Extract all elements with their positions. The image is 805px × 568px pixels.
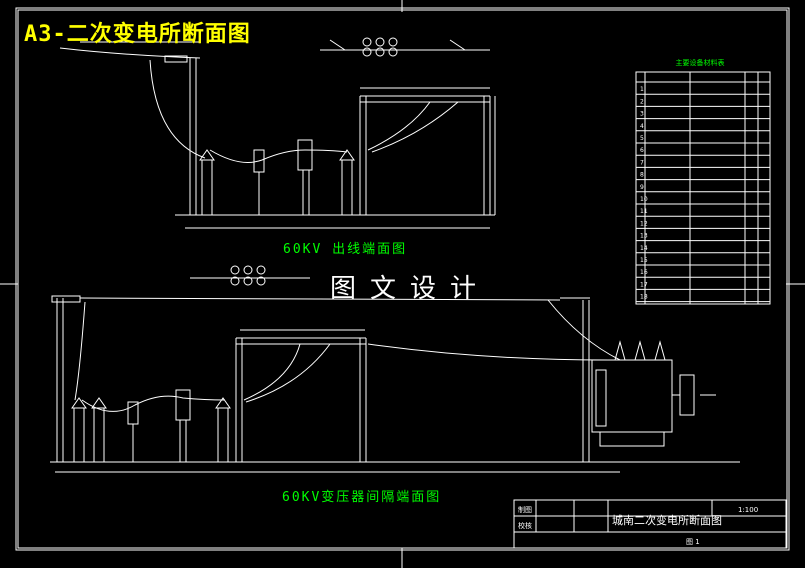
table-row-number: 13: [640, 233, 648, 240]
table-row-number: 9: [640, 184, 644, 191]
table-row-number: 2: [640, 98, 644, 105]
table-row-number: 10: [640, 196, 648, 203]
table-row-number: 15: [640, 257, 648, 264]
sheet-number: 图 1: [686, 538, 700, 546]
table-row-number: 17: [640, 281, 648, 288]
drawing-name: 城南二次变电所断面图: [612, 513, 722, 527]
table-row-number: 16: [640, 269, 648, 276]
drawing-scale: 1:100: [738, 506, 758, 514]
drawn-by-label: 制图: [518, 505, 532, 514]
title-block: [513, 499, 787, 549]
table-row-number: 3: [640, 111, 644, 118]
checked-by-label: 校核: [518, 521, 532, 530]
section1-drawing: [59, 37, 496, 229]
section1-label: 60KV 出线端面图: [283, 242, 408, 257]
table-row-number: 11: [640, 208, 648, 215]
watermark: 图文设计: [330, 274, 491, 304]
table-row-number: 14: [640, 245, 648, 252]
drawing-title: A3-二次变电所断面图: [24, 22, 251, 47]
section2-drawing: [50, 265, 740, 473]
table-row-number: 8: [640, 172, 644, 179]
table-row-number: 5: [640, 135, 644, 142]
table-row-number: 18: [640, 294, 648, 301]
equipment-table-header: 主要设备材料表: [676, 58, 725, 67]
transformer-icon: [591, 359, 673, 433]
table-row-number: 4: [640, 123, 644, 130]
table-row-number: 12: [640, 220, 648, 227]
equipment-table: [635, 71, 771, 305]
section2-label: 60KV变压器间隔端面图: [282, 490, 442, 505]
table-row-number: 1: [640, 86, 644, 93]
table-row-number: 6: [640, 147, 644, 154]
table-row-number: 7: [640, 159, 644, 166]
